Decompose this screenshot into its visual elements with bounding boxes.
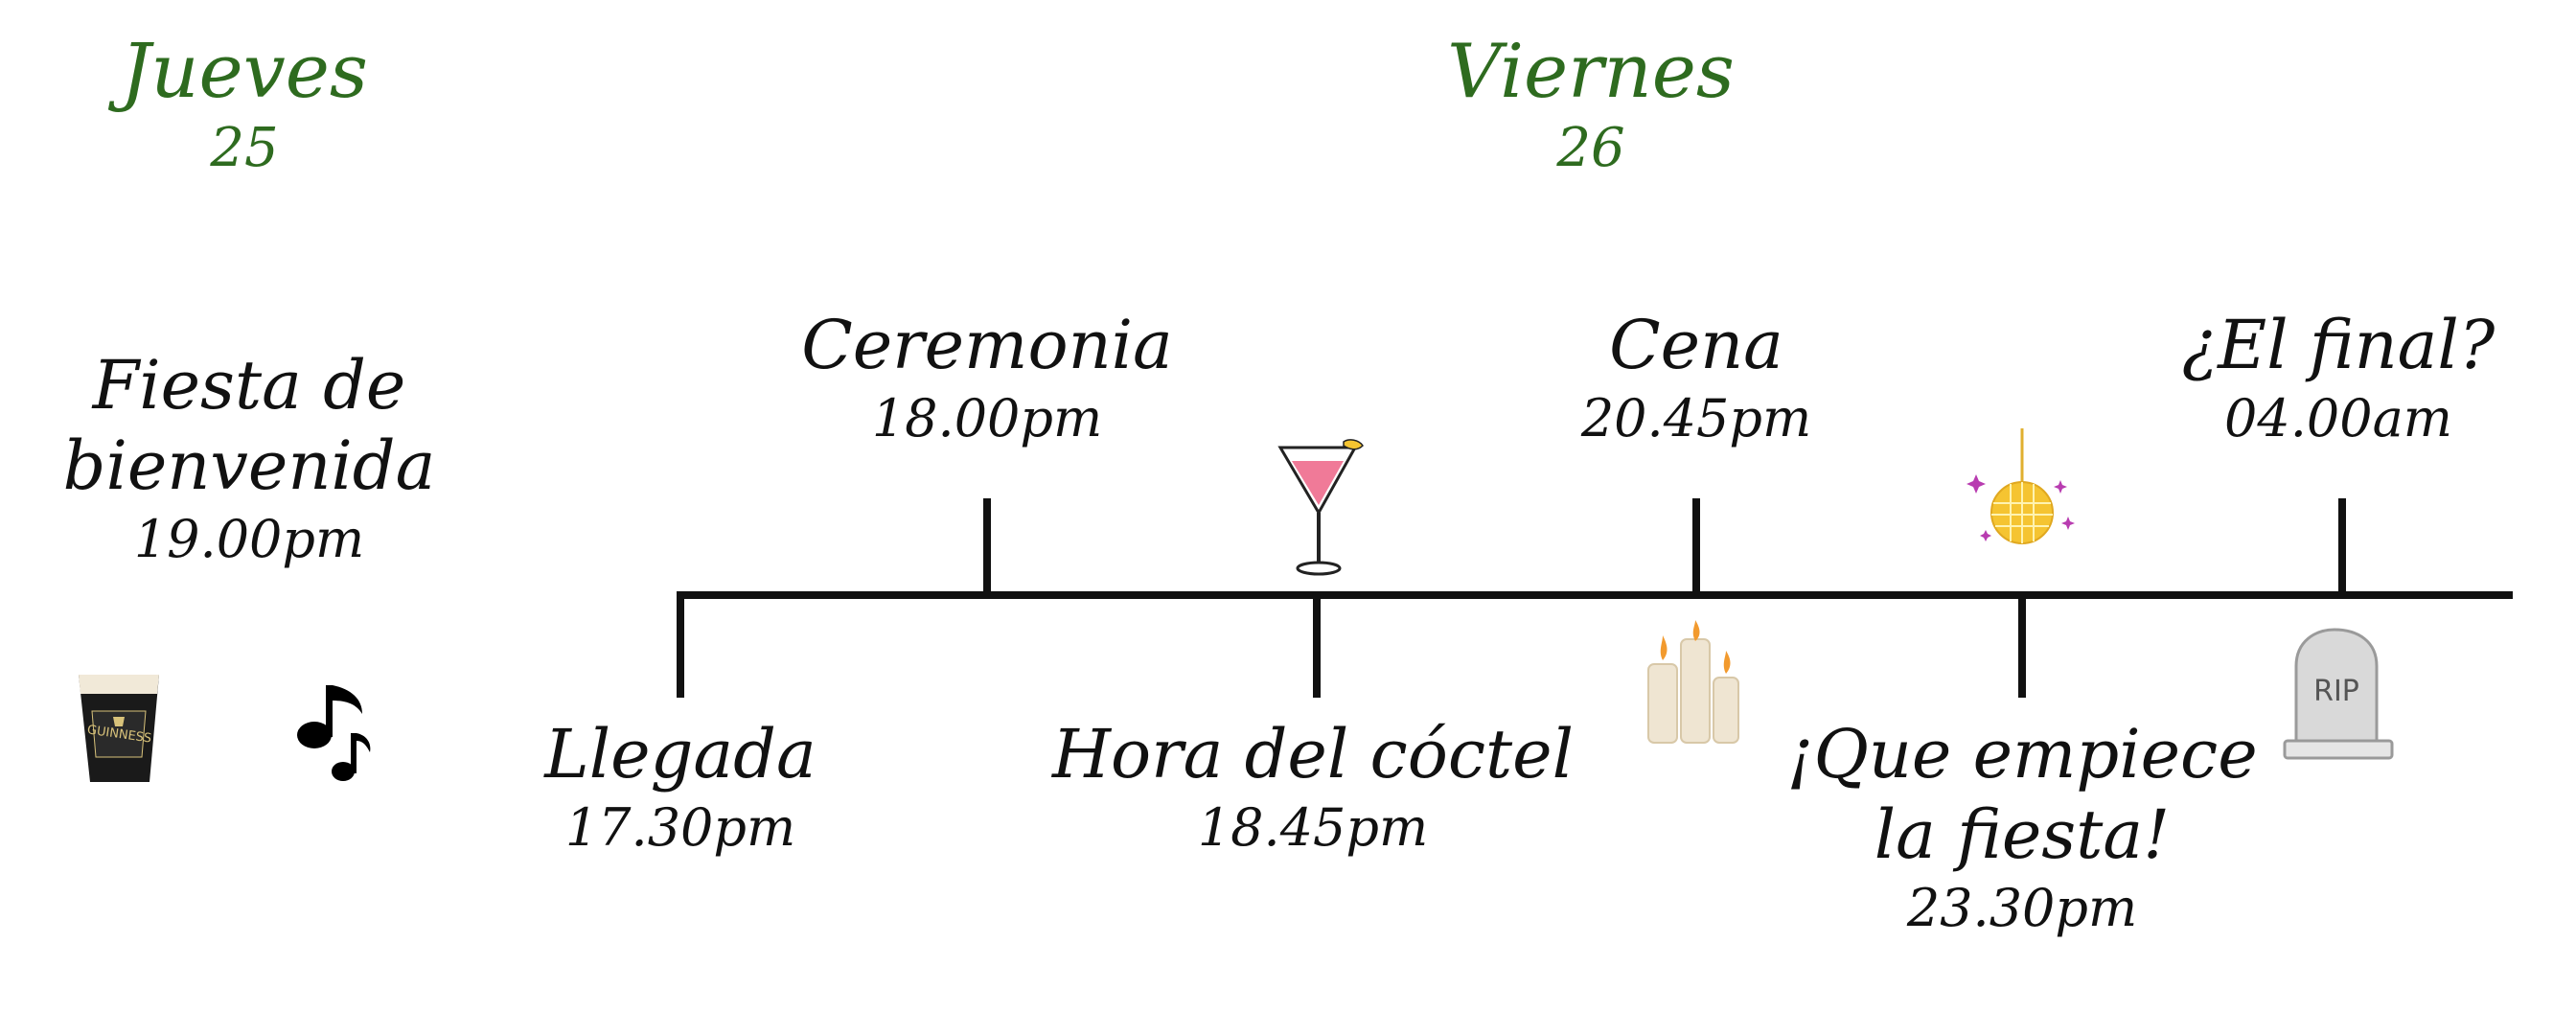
event-time: 20.45pm xyxy=(1580,388,1812,448)
event-party-start: ¡Que empiece la fiesta! 23.30pm xyxy=(1773,714,2271,942)
day-name: Jueves xyxy=(121,29,368,115)
guinness-pint-icon: GUINNESS xyxy=(73,669,165,788)
timeline-tick xyxy=(2338,498,2346,594)
timeline-tick xyxy=(2018,594,2026,698)
event-title: la fiesta! xyxy=(1874,795,2171,874)
event-title: Hora del cóctel xyxy=(1051,715,1574,794)
event-time: 23.30pm xyxy=(1906,878,2138,938)
tombstone-icon: RIP xyxy=(2281,628,2396,762)
day-number: 25 xyxy=(210,117,279,179)
event-end: ¿El final? 04.00am xyxy=(2128,305,2549,452)
event-dinner: Cena 20.45pm xyxy=(1505,305,1888,452)
day-heading-friday: Viernes 26 xyxy=(1428,29,1754,182)
timeline-tick xyxy=(1313,594,1321,698)
music-notes-icon xyxy=(293,676,380,791)
cocktail-glass-icon xyxy=(1275,436,1370,580)
event-title: Llegada xyxy=(544,715,816,794)
day-name: Viernes xyxy=(1447,29,1735,115)
day-heading-thursday: Jueves 25 xyxy=(91,29,398,182)
timeline-tick xyxy=(983,498,991,594)
event-title: ¿El final? xyxy=(2181,306,2496,384)
event-time: 18.00pm xyxy=(871,388,1103,448)
day-number: 26 xyxy=(1556,117,1625,179)
svg-text:RIP: RIP xyxy=(2313,675,2359,708)
event-time: 19.00pm xyxy=(133,509,365,569)
timeline-tick xyxy=(677,594,684,698)
event-title: ¡Que empiece xyxy=(1786,715,2258,794)
timeline-tick xyxy=(1692,498,1700,594)
event-ceremony: Ceremonia 18.00pm xyxy=(795,305,1179,452)
timeline-axis xyxy=(677,591,2513,599)
event-time: 17.30pm xyxy=(564,797,796,858)
candles-icon xyxy=(1641,618,1746,748)
event-welcome-party: Fiesta de bienvenida 19.00pm xyxy=(58,345,441,573)
event-arrival: Llegada 17.30pm xyxy=(518,714,843,862)
event-title: Ceremonia xyxy=(801,306,1173,384)
event-title: Cena xyxy=(1609,306,1783,384)
event-time: 18.45pm xyxy=(1197,797,1429,858)
event-title: bienvenida xyxy=(62,426,436,505)
event-time: 04.00am xyxy=(2224,388,2452,448)
event-cocktail-hour: Hora del cóctel 18.45pm xyxy=(1035,714,1591,862)
disco-ball-icon xyxy=(1965,426,2080,556)
event-title: Fiesta de xyxy=(92,346,406,425)
